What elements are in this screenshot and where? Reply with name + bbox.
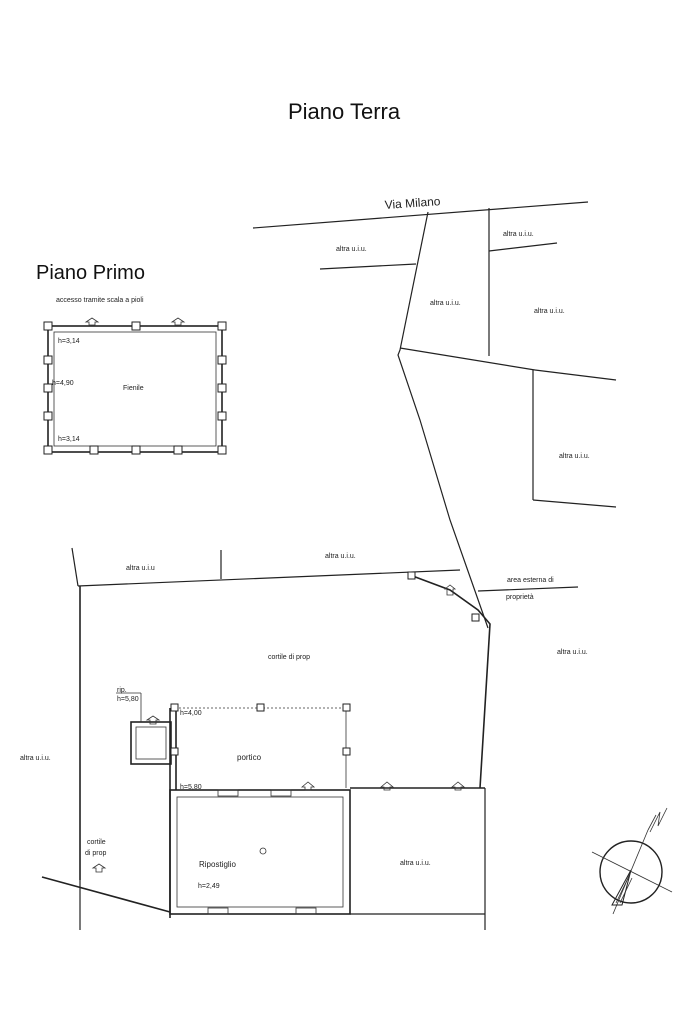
pillar-icon (43, 321, 53, 331)
portico-height-label: h=4,00 (180, 710, 202, 717)
pillar-icon (342, 703, 351, 712)
door-arrow-icon (443, 584, 457, 596)
door-arrow-icon (300, 781, 316, 791)
neighbor-label: altra u.i.u. (336, 246, 367, 253)
door-arrow-icon (84, 317, 100, 326)
door-arrow-icon (379, 781, 395, 791)
door-arrow-icon (145, 715, 161, 725)
pillar-icon (217, 383, 227, 393)
door-arrow-icon (91, 863, 107, 873)
pillar-icon (170, 747, 179, 756)
street-label: Via Milano (384, 194, 441, 212)
pillar-icon (217, 321, 227, 331)
neighbor-label: altra u.i.u. (400, 860, 431, 867)
pillar-icon (217, 411, 227, 421)
courtyard-small-label: cortile (87, 839, 106, 846)
north-arrow-icon (591, 807, 673, 915)
pillar-icon (217, 445, 227, 455)
pillar-icon (131, 445, 141, 455)
door-arrow-icon (450, 781, 466, 791)
pillar-icon (131, 321, 141, 331)
first-floor-height-label: h=3,14 (58, 338, 80, 345)
pillar-icon (43, 383, 53, 393)
pillar-icon (217, 355, 227, 365)
portico-height-label: h=5,80 (180, 784, 202, 791)
pillar-icon (173, 445, 183, 455)
neighbor-label: altra u.i.u. (503, 231, 534, 238)
pillar-icon (43, 355, 53, 365)
door-arrow-icon (170, 317, 186, 326)
site-boundaries (41, 201, 617, 930)
neighbor-label: altra u.i.u. (559, 453, 590, 460)
first-floor-title: Piano Primo (36, 262, 145, 284)
external-area-label: area esterna di (507, 577, 554, 584)
pillar-icon (89, 445, 99, 455)
first-floor-height-label: h=4,90 (52, 380, 74, 387)
neighbor-label: altra u.i.u. (325, 553, 356, 560)
neighbor-label: altra u.i.u. (534, 308, 565, 315)
first-floor-plan (43, 317, 227, 455)
ground-floor-title: Piano Terra (288, 99, 401, 124)
rip-label: rip. (117, 687, 127, 694)
pillar-icon (43, 445, 53, 455)
neighbor-label: altra u.i.u. (20, 755, 51, 762)
portico-label: portico (237, 753, 262, 762)
storage-height-label: h=2,49 (198, 883, 220, 890)
storage-label: Ripostiglio (199, 860, 236, 869)
access-note: accesso tramite scala a pioli (56, 297, 144, 304)
door-markers (91, 584, 466, 873)
portico-pillars (170, 571, 480, 756)
hayloft-label: Fienile (123, 385, 144, 392)
pillar-icon (256, 703, 265, 712)
pillar-icon (170, 703, 179, 712)
first-floor-height-label: h=3,14 (58, 436, 80, 443)
pillar-icon (471, 613, 480, 622)
pillar-icon (342, 747, 351, 756)
neighbor-label: altra u.i.u (126, 565, 155, 572)
neighbor-label: altra u.i.u. (430, 300, 461, 307)
pillar-icon (43, 411, 53, 421)
pillar-icon (407, 571, 416, 580)
external-area-label: proprietà (506, 594, 534, 601)
courtyard-label: cortile di prop (268, 654, 310, 661)
rip-height-label: h=5,80 (117, 696, 139, 703)
courtyard-small-label: di prop (85, 850, 107, 857)
portico-storage-block (116, 692, 351, 918)
neighbor-label: altra u.i.u. (557, 649, 588, 656)
